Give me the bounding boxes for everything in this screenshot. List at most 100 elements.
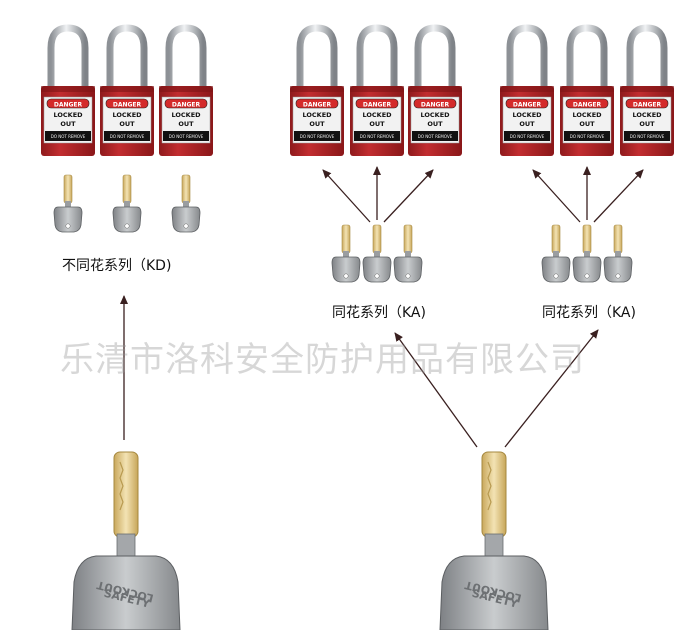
tag-out-text: OUT	[579, 120, 595, 128]
padlock-shackle	[106, 24, 148, 90]
tag-do-not-remove-text: DO NOT REMOVE	[360, 134, 395, 139]
key-head	[112, 206, 142, 233]
tag-out-text: OUT	[309, 120, 325, 128]
padlock-shackle	[165, 24, 207, 90]
master-key-head	[439, 555, 549, 630]
arrow-layer	[120, 166, 644, 448]
key-blade	[613, 224, 623, 254]
group-label-ka-1: 同花系列（KA)	[332, 305, 426, 321]
tag-out-text: OUT	[639, 120, 655, 128]
tag-locked-text: LOCKED	[362, 111, 392, 119]
tag-danger-text: DANGER	[421, 102, 450, 109]
key-head	[603, 256, 633, 283]
tag-danger-text: DANGER	[573, 102, 602, 109]
tag-locked-text: LOCKED	[302, 111, 332, 119]
tag-out-text: OUT	[519, 120, 535, 128]
key-blade	[181, 174, 191, 204]
tag-locked-text: LOCKED	[53, 111, 83, 119]
tag-locked-text: LOCKED	[632, 111, 662, 119]
key-blade	[63, 174, 73, 204]
tag-danger-text: DANGER	[172, 102, 201, 109]
tag-do-not-remove-text: DO NOT REMOVE	[110, 134, 145, 139]
company-watermark: 乐清市洛科安全防护用品有限公司	[60, 340, 585, 380]
key	[541, 224, 571, 283]
tag-locked-text: LOCKED	[112, 111, 142, 119]
key-head	[393, 256, 423, 283]
small-key-layer	[53, 174, 633, 283]
tag-out-text: OUT	[369, 120, 385, 128]
group-label-kd: 不同花系列（KD)	[62, 258, 172, 274]
padlock-shackle	[47, 24, 89, 90]
arrow	[394, 332, 478, 448]
key	[53, 174, 83, 233]
key-blade	[122, 174, 132, 204]
group-label-ka-2: 同花系列（KA)	[542, 305, 636, 321]
key-blade	[551, 224, 561, 254]
tag-danger-text: DANGER	[633, 102, 662, 109]
tag-danger-text: DANGER	[303, 102, 332, 109]
padlock-shackle	[566, 24, 608, 90]
tag-danger-text: DANGER	[363, 102, 392, 109]
key-head	[362, 256, 392, 283]
key-blade	[372, 224, 382, 254]
key	[572, 224, 602, 283]
key-head	[53, 206, 83, 233]
key	[603, 224, 633, 283]
arrow	[383, 169, 434, 223]
tag-do-not-remove-text: DO NOT REMOVE	[570, 134, 605, 139]
tag-do-not-remove-text: DO NOT REMOVE	[169, 134, 204, 139]
tag-out-text: OUT	[427, 120, 443, 128]
tag-danger-text: DANGER	[513, 102, 542, 109]
padlock-shackle	[414, 24, 456, 90]
key-blade	[403, 224, 413, 254]
tag-do-not-remove-text: DO NOT REMOVE	[51, 134, 86, 139]
tag-do-not-remove-text: DO NOT REMOVE	[630, 134, 665, 139]
master-key-blade	[113, 451, 139, 538]
tag-out-text: OUT	[119, 120, 135, 128]
key	[331, 224, 361, 283]
key	[112, 174, 142, 233]
tag-do-not-remove-text: DO NOT REMOVE	[418, 134, 453, 139]
tag-locked-text: LOCKED	[512, 111, 542, 119]
tag-do-not-remove-text: DO NOT REMOVE	[510, 134, 545, 139]
key	[393, 224, 423, 283]
key-blade	[341, 224, 351, 254]
tag-danger-text: DANGER	[113, 102, 142, 109]
master-key-head	[71, 555, 181, 630]
key-head	[541, 256, 571, 283]
padlock-shackle	[506, 24, 548, 90]
arrow	[504, 329, 599, 448]
key-head	[572, 256, 602, 283]
padlock-shackle	[626, 24, 668, 90]
tag-locked-text: LOCKED	[171, 111, 201, 119]
tag-locked-text: LOCKED	[420, 111, 450, 119]
key	[362, 224, 392, 283]
arrow	[593, 169, 644, 223]
master-key-blade	[481, 451, 507, 538]
arrow	[322, 169, 371, 223]
padlock-shackle	[296, 24, 338, 90]
tag-do-not-remove-text: DO NOT REMOVE	[300, 134, 335, 139]
arrow	[532, 169, 581, 223]
tag-locked-text: LOCKED	[572, 111, 602, 119]
tag-out-text: OUT	[178, 120, 194, 128]
tag-danger-text: DANGER	[54, 102, 83, 109]
key-head	[331, 256, 361, 283]
tag-out-text: OUT	[60, 120, 76, 128]
key	[171, 174, 201, 233]
padlock-shackle	[356, 24, 398, 90]
